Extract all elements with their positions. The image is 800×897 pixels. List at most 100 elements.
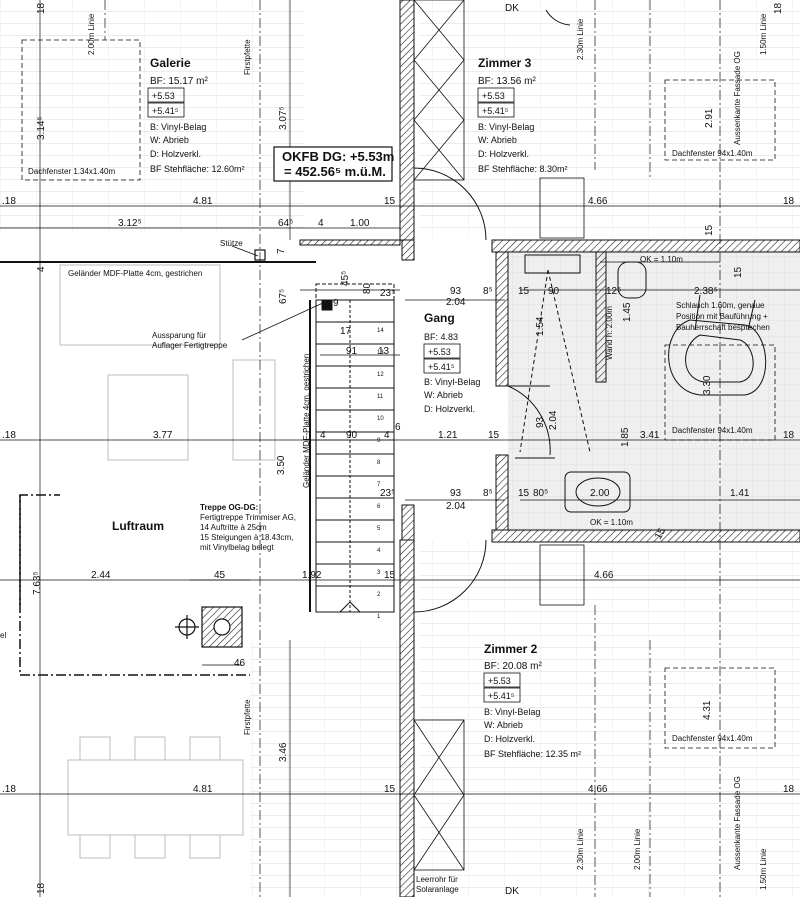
dim: 4.66 [594,570,614,581]
room-name-zimmer2: Zimmer 2 [484,642,538,656]
note-firstpfette-bottom: Firstpfette [243,699,252,735]
note-treppe2: 14 Auftritte à 25cm [200,523,267,532]
dim: 93 [450,488,462,499]
dim: 15 [653,526,668,542]
dim: 3.50 [276,455,287,475]
walls [299,0,800,897]
dim: 2.04 [548,410,559,430]
bath-fixtures [519,254,767,513]
note-treppe4: mit Vinylbelag belegt [200,543,274,552]
zimmer3-stehflaeche: BF Stehfläche: 8.30m² [478,164,568,174]
stair-step-number: 4 [377,548,381,554]
dim: 2.04 [446,501,466,512]
zimmer2-level2: +5.41⁵ [488,691,515,701]
stair-step-number: 11 [377,394,384,400]
stair [309,283,395,613]
stair-step-number: 6 [377,504,381,510]
zimmer2-level1: +5.53 [488,676,511,686]
dim: .18 [2,196,16,207]
dim: 3.41 [640,430,660,441]
dim: 4.81 [193,784,213,795]
note-leerrohr2: Solaranlage [416,885,459,894]
gang-b: B: Vinyl-Belag [424,377,480,387]
bad-schlauch1: Schlauch 1.60m, genaue [676,301,765,310]
note-gelaender-vertical: Geländer MDF-Platte 4cm, gestrichen [302,354,311,488]
room-name-gang: Gang [424,311,455,325]
dim: 1.00 [350,218,370,229]
doors [413,9,571,613]
note-leerrohr1: Leerrohr für [416,875,458,884]
bad-dachfenster: Dachfenster 94x1.40m [672,426,753,435]
bad-ok-bottom: OK = 1.10m [590,518,633,527]
stair-step-number: 5 [377,526,381,532]
dim: 64⁵ [278,218,293,229]
bad-dusche-dim: 2.00 [590,488,610,499]
bad-schlauch3: Bauherrschaft besprechen [676,323,770,332]
dim: 45 [214,570,226,581]
gang-level2: +5.41⁵ [428,362,455,372]
stair-step-number: 7 [377,482,381,488]
dim: 4.66 [588,196,608,207]
galerie-stehflaeche: BF Stehfläche: 12.60m² [150,164,245,174]
galerie-d: D: Holzverkl. [150,149,201,159]
stair-step-number: 2 [377,592,381,598]
leaders [231,245,326,341]
gang-level1: +5.53 [428,347,451,357]
dim: 1.21 [438,430,458,441]
galerie-bf: BF: 15.17 m² [150,76,208,87]
zimmer3-bf: BF: 13.56 m² [478,76,536,87]
note-linie-150-bottom: 1.50m Linie [759,848,768,890]
note-treppe1: Fertigtreppe Trimmiser AG, [200,513,296,522]
dim: 91 [346,346,358,357]
dim: 4.66 [588,784,608,795]
room-name-zimmer3: Zimmer 3 [478,56,532,70]
dim: 93 [535,416,546,428]
note-stuetze: Stütze [220,239,243,248]
dim: 3.07⁵ [278,106,289,130]
galerie-level2: +5.41⁵ [152,106,179,116]
okfb-box [273,146,393,182]
dim: 4.31 [702,700,713,720]
bad-wand: Wand h: 2.00m [605,306,614,360]
note-linie-200-top: 2.00m Linie [87,13,96,55]
dim: 2.91 [704,108,715,128]
note-dk-bottom: DK [505,886,519,897]
stair-step-number: 9 [377,438,381,444]
dim: 15 [733,266,744,278]
dim: 2.04 [446,297,466,308]
bad-wanne-dim: 3.30 [702,375,713,395]
zimmer3-dachfenster: Dachfenster 94x1.40m [672,149,753,158]
zimmer3-d: D: Holzverkl. [478,149,529,159]
galerie-b: B: Vinyl-Belag [150,122,206,132]
furniture [59,264,276,859]
note-treppe-title: Treppe OG-DG: [200,503,258,512]
galerie-w: W: Abrieb [150,135,189,145]
dim: 18 [783,430,795,441]
gang-w: W: Abrieb [424,390,463,400]
bathroom-floor [508,250,800,532]
dim: 23⁵ [380,488,395,499]
dim: 4 [36,266,47,272]
okfb-line1: OKFB DG: +5.53m [282,149,394,164]
note-dk-top: DK [505,3,519,14]
dim: 4 [318,218,324,229]
stair-step-number: 3 [377,570,381,576]
dim: 7 [276,248,287,254]
dim: 2.38⁵ [694,286,718,297]
dim: 18 [36,2,47,14]
note-linie-230-bottom: 2.30m Linie [576,828,585,870]
note-el: el [0,631,6,640]
dim: 4 [384,430,390,441]
dim: 18 [783,784,795,795]
dim: 1.41 [730,488,750,499]
dim: 3.46 [278,742,289,762]
note-linie-200-bottom: 2.00m Linie [633,828,642,870]
dim: 1.54 [535,316,546,336]
dim: 3.77 [153,430,173,441]
galerie-level1: +5.53 [152,91,175,101]
note-fassade-top: Aussenkante Fassade OG [733,51,742,145]
bad-schlauch2: Position mit Bauführung + [676,312,768,321]
dim: 67⁵ [278,289,289,304]
solar-boxes [413,0,465,871]
note-gelaender-horizontal: Geländer MDF-Platte 4cm, gestrichen [68,269,202,278]
